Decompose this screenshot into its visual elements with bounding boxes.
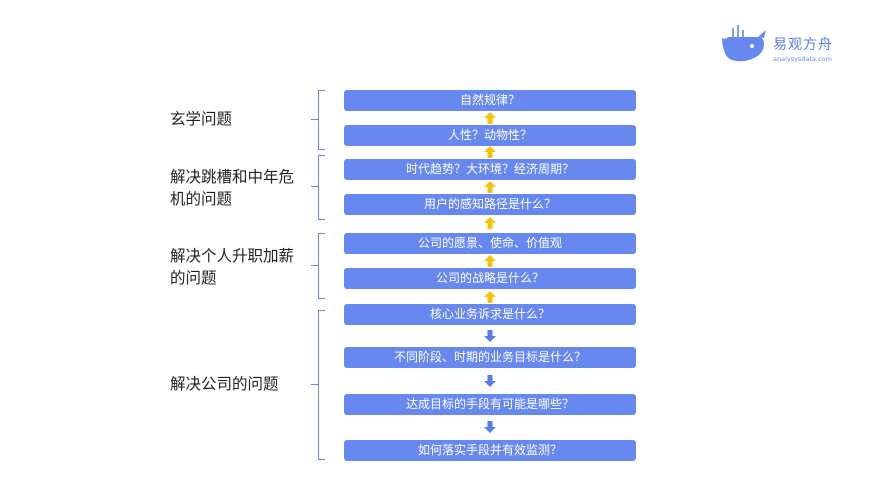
- bracket-tick-2: [311, 186, 318, 187]
- up-arrow-icon: [484, 112, 496, 124]
- up-arrow-icon: [484, 181, 496, 193]
- group-bracket-4: [318, 310, 325, 460]
- group-bracket-2: [318, 155, 325, 220]
- brand-logo: 易观方舟 analysysdata.com: [718, 24, 848, 70]
- step-natural-law: 自然规律？: [344, 90, 636, 111]
- down-arrow-icon: [484, 375, 496, 387]
- group-label-4: 解决公司的问题: [170, 375, 279, 393]
- group-label-2: 解决跳槽和中年危机的问题: [170, 168, 295, 208]
- step-company-vision: 公司的愿景、使命、价值观: [344, 233, 636, 254]
- step-implementation: 如何落实手段并有效监测？: [344, 440, 636, 461]
- up-arrow-icon: [484, 255, 496, 267]
- up-arrow-icon: [484, 146, 496, 158]
- whale-icon: [722, 25, 766, 62]
- group-bracket-1: [318, 90, 325, 150]
- step-core-business: 核心业务诉求是什么？: [344, 304, 636, 325]
- step-means: 达成目标的手段有可能是哪些？: [344, 394, 636, 415]
- step-stage-goals: 不同阶段、时期的业务目标是什么？: [344, 347, 636, 368]
- up-arrow-icon: [484, 291, 496, 303]
- brand-url: analysysdata.com: [773, 55, 832, 63]
- down-arrow-icon: [484, 421, 496, 433]
- bracket-tick-3: [311, 265, 318, 266]
- group-label-3: 解决个人升职加薪的问题: [170, 247, 295, 287]
- bracket-tick-1: [311, 119, 318, 120]
- group-bracket-3: [318, 233, 325, 299]
- step-human-nature: 人性？动物性？: [344, 125, 636, 146]
- bracket-tick-4: [311, 384, 318, 385]
- group-label-1: 玄学问题: [170, 110, 233, 128]
- down-arrow-icon: [484, 330, 496, 342]
- step-company-strategy: 公司的战略是什么？: [344, 268, 636, 289]
- brand-name: 易观方舟: [773, 37, 833, 53]
- up-arrow-icon: [484, 217, 496, 229]
- step-era-trend: 时代趋势？大环境？经济周期？: [344, 159, 636, 180]
- step-user-perception: 用户的感知路径是什么？: [344, 194, 636, 215]
